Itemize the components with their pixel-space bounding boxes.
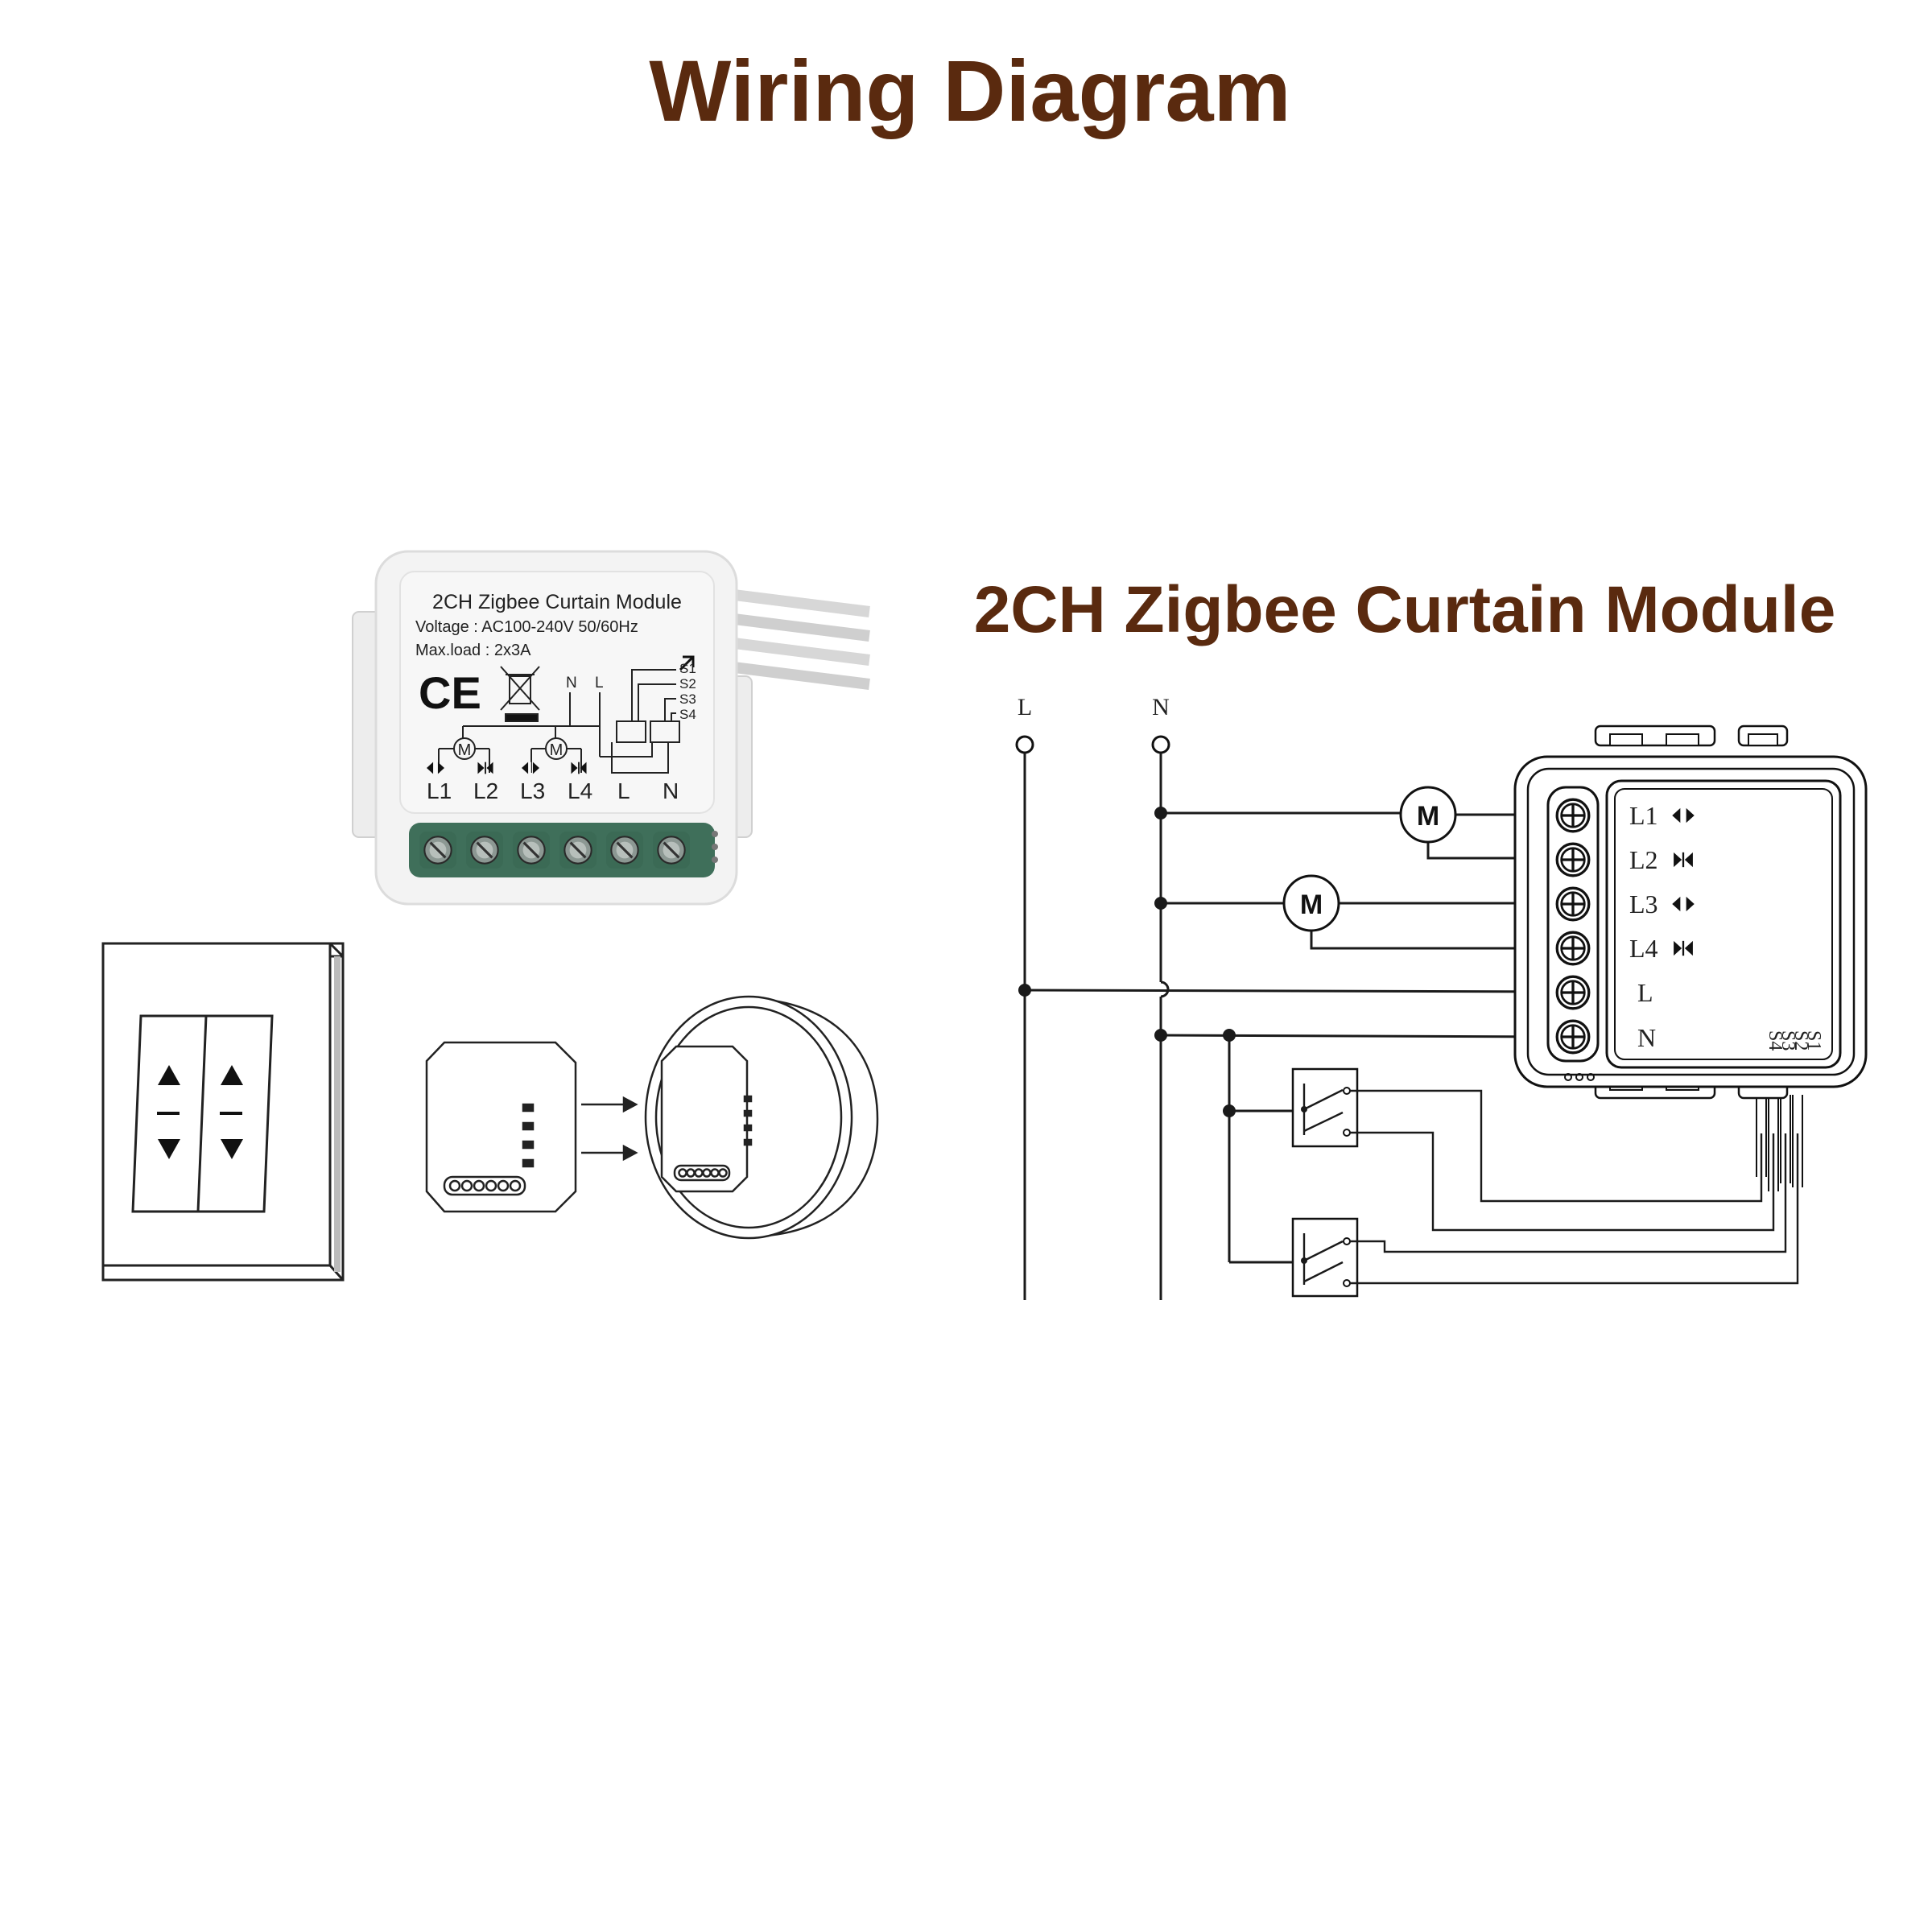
module-label-s1: S1: [679, 661, 696, 676]
mini-motor-2-label: M: [550, 741, 564, 759]
terminal-label-l2: L2: [1629, 845, 1658, 874]
module-label-n-top: N: [566, 675, 577, 691]
schematic-label-s3: S3: [1777, 1030, 1798, 1051]
terminal-screw: [511, 830, 551, 870]
module-label-name: 2CH Zigbee Curtain Module: [432, 591, 682, 613]
module-label-l2: L2: [473, 778, 498, 803]
module-label-l1: L1: [427, 778, 452, 803]
module-label-l3: L3: [520, 778, 545, 803]
terminal-label-l1: L1: [1629, 801, 1658, 830]
module-screw-n: [1555, 1019, 1591, 1055]
module-label-maxload: Max.load : 2x3A: [415, 642, 531, 659]
module-label-voltage: Voltage : AC100-240V 50/60Hz: [415, 618, 638, 636]
supply-terminal-n: [1151, 735, 1170, 754]
arrow-up-right-icon: [679, 655, 695, 671]
product-photo: 2CH Zigbee Curtain Module Voltage : AC10…: [352, 550, 870, 906]
module-label-s3: S3: [679, 691, 696, 707]
terminal-screw: [605, 830, 645, 870]
module-screw-l2: [1555, 842, 1591, 877]
terminal-screw: [558, 830, 598, 870]
schematic-switch-2: [1291, 1217, 1359, 1298]
wall-switch-illustration: [101, 942, 345, 1282]
schematic-title: 2CH Zigbee Curtain Module: [974, 573, 1836, 646]
wall-switch-buttons: [157, 1065, 243, 1159]
schematic-motor-1: [1399, 786, 1457, 844]
module-screw-l1: [1555, 798, 1591, 833]
down-arrow-icon: [221, 1139, 243, 1159]
up-arrow-icon: [221, 1065, 243, 1085]
schematic-motor-2-label: M: [1300, 890, 1323, 920]
schematic: L N M M: [1015, 694, 1868, 1300]
schematic-label-s2: S2: [1790, 1030, 1811, 1051]
schematic-label-s1: S1: [1803, 1030, 1824, 1051]
module-screw-l3: [1555, 886, 1591, 922]
module-screw-l4: [1555, 931, 1591, 966]
supply-label-n: N: [1152, 694, 1170, 720]
terminal-label-l3: L3: [1629, 890, 1658, 919]
weee-bin-icon: [500, 666, 540, 722]
install-illustration: [425, 995, 879, 1240]
supply-terminal-l: [1015, 735, 1034, 754]
terminal-screw: [464, 830, 505, 870]
module-label-l4: L4: [568, 778, 592, 803]
terminal-label-l: L: [1637, 978, 1653, 1007]
module-label-l-top: L: [595, 675, 604, 691]
schematic-motor-1-label: M: [1417, 801, 1439, 832]
module-label-n: N: [663, 778, 679, 803]
module-label-l: L: [617, 778, 630, 803]
terminal-screw: [651, 830, 691, 870]
module-label-s4: S4: [679, 707, 696, 722]
ce-mark: CE: [419, 667, 481, 718]
schematic-switch-1: [1291, 1067, 1359, 1148]
module-screw-l: [1555, 975, 1591, 1010]
supply-label-l: L: [1018, 694, 1032, 720]
mini-motor-1-label: M: [458, 741, 472, 759]
terminal-label-n: N: [1637, 1023, 1656, 1052]
terminal-screw: [418, 830, 458, 870]
up-arrow-icon: [158, 1065, 180, 1085]
module-label-s2: S2: [679, 676, 696, 691]
schematic-label-s4: S4: [1765, 1030, 1785, 1051]
down-arrow-icon: [158, 1139, 180, 1159]
page-title: Wiring Diagram: [649, 42, 1290, 139]
terminal-label-l4: L4: [1629, 934, 1658, 963]
schematic-motor-2: [1282, 874, 1340, 932]
